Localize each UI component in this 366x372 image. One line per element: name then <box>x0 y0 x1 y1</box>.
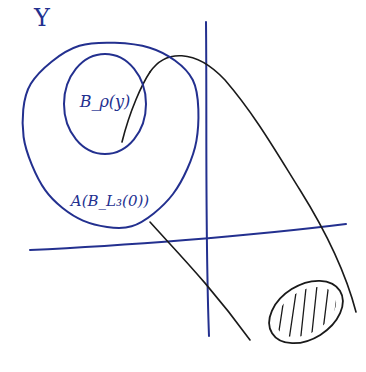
set-label: Y <box>34 4 50 32</box>
lower-line <box>150 222 250 340</box>
math-label: B_ρ(y) <box>64 92 146 111</box>
horizontal-axis <box>30 224 346 250</box>
region-blob: A(B_L₃(0)) B_ρ(y) <box>20 42 200 232</box>
ball-circle: B_ρ(y) <box>64 54 146 154</box>
upper-curve <box>150 56 356 312</box>
ball-outline <box>64 54 146 154</box>
vertical-axis <box>206 22 209 336</box>
hatched-region <box>258 266 358 357</box>
math-label: A(B_L₃(0)) <box>20 192 200 210</box>
